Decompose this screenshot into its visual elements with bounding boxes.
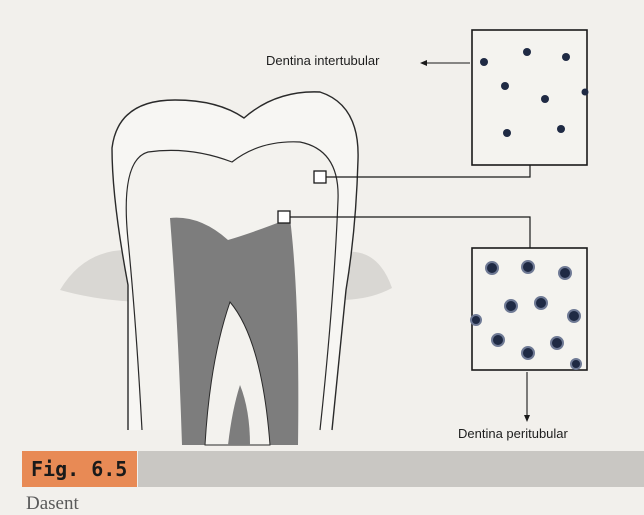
next-section-text: Dasent: [26, 493, 79, 515]
arrowhead-intertubular: [420, 60, 427, 66]
figure-number-badge: Fig. 6.5: [22, 451, 137, 487]
label-dentina-peritubular: Dentina peritubular: [458, 426, 568, 441]
arrowhead-peritubular: [524, 415, 530, 422]
marker-square-peritubular: [278, 211, 290, 223]
marker-square-intertubular: [314, 171, 326, 183]
figure-caption-bar: [138, 451, 644, 487]
label-dentina-intertubular: Dentina intertubular: [266, 53, 379, 68]
